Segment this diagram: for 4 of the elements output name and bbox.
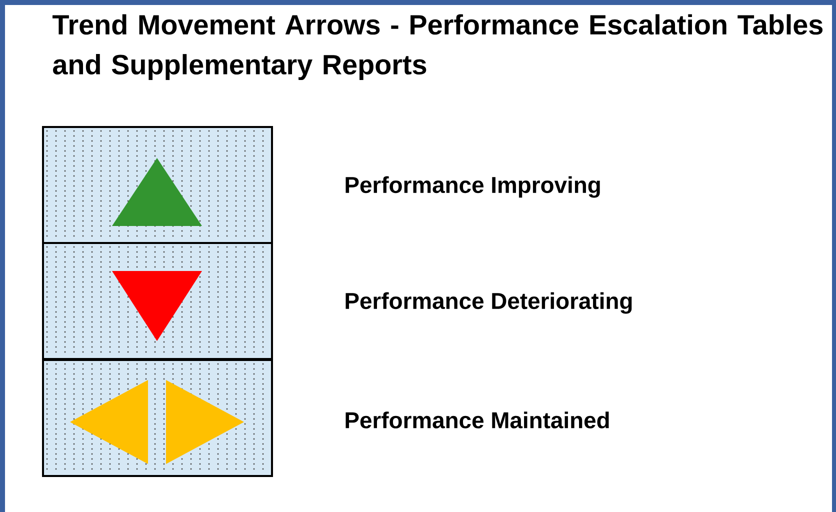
title: Trend Movement Arrows - Performance Escalation Tables and Supplementary Reports	[52, 14, 822, 80]
legend-text: Performance Improving	[346, 176, 600, 198]
legend-text: Performance Maintained	[346, 412, 609, 428]
legend-text: Performance Deteriorating	[346, 292, 632, 314]
